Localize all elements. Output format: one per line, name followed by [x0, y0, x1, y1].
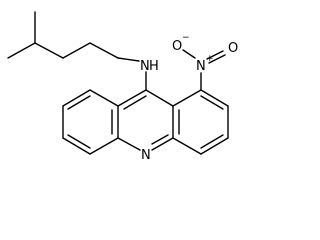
bond-c6-c5-inner — [67, 134, 91, 149]
bond-c8-c7-inner — [67, 95, 91, 110]
atom-labels: N H N + O − O N — [140, 33, 238, 163]
bond-chain-1 — [34, 42, 64, 59]
nitro-n-charge: + — [206, 54, 214, 64]
bond-nitro-o-right-a — [206, 50, 224, 60]
bond-c8-c7 — [62, 89, 91, 107]
molecule-structure: N H N + O − O N — [7, 11, 238, 163]
bond-c8a-c8 — [89, 89, 119, 107]
bond-c3-c4-inner — [200, 134, 224, 149]
nitro-o-right-label: O — [228, 41, 238, 56]
bond-c8a-c9 — [117, 89, 147, 107]
bond-c3-c4 — [200, 137, 229, 155]
bond-c-nh — [117, 57, 140, 62]
bond-n10-c10a — [117, 137, 141, 151]
bond-chain-3 — [89, 42, 119, 59]
amine-h-label: H — [149, 59, 159, 74]
bond-methyl-a — [7, 42, 36, 59]
bond-c4-c4a — [172, 137, 202, 155]
nitro-o-charge: − — [182, 33, 190, 43]
ring-n-label: N — [141, 148, 151, 163]
bond-c9-c9a — [145, 89, 174, 107]
amine-n-label: N — [140, 59, 150, 74]
bond-c1-c2 — [200, 89, 229, 107]
nitro-n-label: N — [196, 59, 206, 74]
bond-c5-c10a — [89, 137, 119, 155]
bonds — [7, 11, 229, 155]
bond-c4a-n10 — [151, 137, 174, 151]
bond-c9a-c1 — [172, 89, 202, 107]
bond-nitro-o-right-b — [208, 54, 226, 64]
bond-c4a-n10-inner — [151, 134, 169, 145]
bond-c9-c8a-inner — [123, 95, 147, 110]
bond-chain-2 — [62, 42, 91, 59]
bond-c1-c2-inner — [200, 95, 224, 110]
bond-c6-c5 — [62, 137, 91, 155]
nitro-o-top-label: O — [172, 39, 182, 54]
bond-nitro-o-top — [182, 49, 196, 59]
